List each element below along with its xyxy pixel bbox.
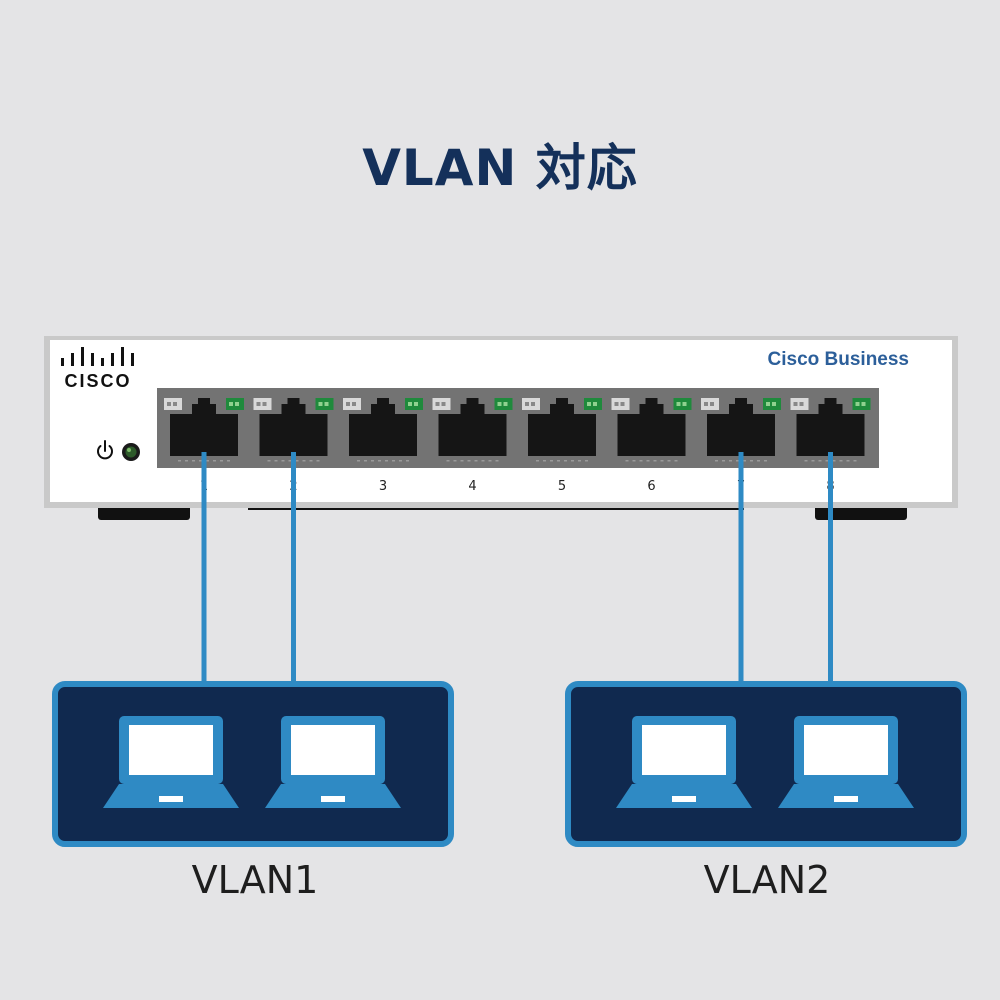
switch-model-label: Cisco Business [768, 349, 910, 370]
rj45-socket [438, 398, 507, 456]
vlan-box [565, 681, 967, 847]
port-label-4: 4 [468, 479, 476, 494]
power-icon [97, 440, 113, 460]
ethernet-port-1 [164, 398, 244, 462]
page-title: VLAN 対応 [362, 139, 638, 197]
rj45-socket [796, 398, 865, 456]
ethernet-port-2 [253, 398, 334, 462]
cisco-logo-icon [61, 347, 134, 366]
rj45-socket [528, 398, 596, 456]
vlan-box [52, 681, 454, 847]
rj45-socket [707, 398, 775, 456]
switch: CISCO Cisco Business 12345678 [44, 336, 958, 508]
vlan-group-1 [52, 681, 454, 847]
ethernet-port-4 [432, 398, 513, 462]
port-group [164, 398, 871, 462]
laptop-icon [616, 716, 752, 808]
ethernet-port-5 [522, 398, 602, 462]
ethernet-port-3 [343, 398, 423, 462]
port-label-5: 5 [558, 479, 566, 494]
vlan1-label: VLAN1 [191, 858, 319, 902]
port-label-6: 6 [647, 479, 655, 494]
laptop-icon [265, 716, 401, 808]
ethernet-port-8 [790, 398, 871, 462]
rj45-socket [617, 398, 686, 456]
rj45-socket [259, 398, 328, 456]
rj45-socket [170, 398, 238, 456]
vlan-group-2 [565, 681, 967, 847]
vlan2-label: VLAN2 [703, 858, 831, 902]
cables [201, 452, 833, 686]
ethernet-port-7 [701, 398, 781, 462]
rj45-socket [349, 398, 417, 456]
status-led-lens [125, 446, 137, 458]
vlan-boxes [52, 681, 967, 847]
laptop-icon [103, 716, 239, 808]
ethernet-port-6 [611, 398, 692, 462]
cisco-logo-text: CISCO [64, 371, 131, 391]
port-label-3: 3 [379, 479, 387, 494]
laptop-icon [778, 716, 914, 808]
